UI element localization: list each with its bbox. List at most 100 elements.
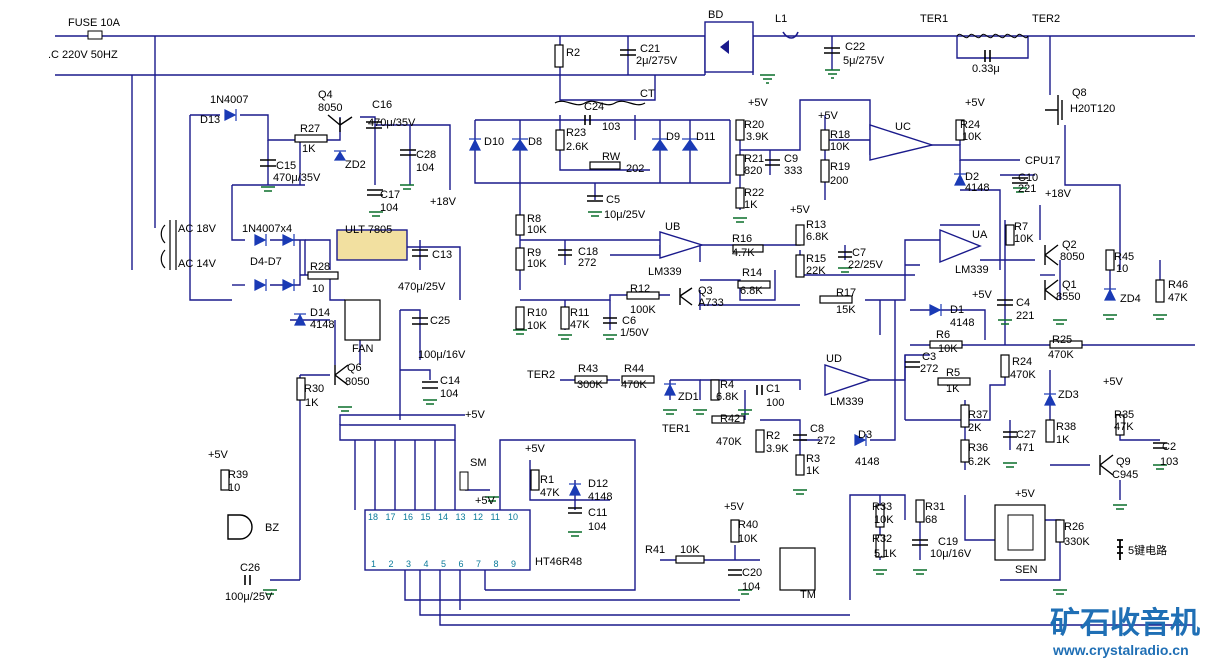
label-r35: R35 (1114, 409, 1134, 421)
transistors (327, 95, 1114, 476)
label-p5v-g: +5V (1103, 376, 1124, 388)
label-r41: R41 (645, 544, 665, 556)
label-r26-val: 330K (1064, 536, 1090, 548)
label-r30-val: 1K (305, 397, 319, 409)
watermark-title: 矿石收音机 (1050, 606, 1200, 641)
label-r39-val: 10 (228, 482, 240, 494)
label-c22: C22 (845, 41, 865, 53)
label-c20-val: 104 (742, 581, 760, 593)
label-r6: R6 (936, 329, 950, 341)
mcu-pin-bottom-3: 3 (406, 559, 411, 569)
label-c1: C1 (766, 383, 780, 395)
label-r46: R46 (1168, 279, 1188, 291)
label-zd4: ZD4 (1120, 293, 1141, 305)
label-d12-val: 4148 (588, 491, 612, 503)
label-r14-val: 6.8K (740, 285, 763, 297)
label-r39: R39 (228, 469, 248, 481)
label-r15: R15 (806, 253, 826, 265)
label-r27-val: 1K (302, 143, 316, 155)
label-r24-top-val: 10K (962, 131, 982, 143)
label-c18-val: 272 (578, 257, 596, 269)
label-zd3: ZD3 (1058, 389, 1079, 401)
label-q1-val: 8550 (1056, 291, 1080, 303)
label-ter1: TER1 (920, 13, 948, 25)
label-c28: C28 (416, 149, 436, 161)
label-uc: UC (895, 121, 911, 133)
label-r17-val: 15K (836, 304, 856, 316)
label-c15-val: 470μ/35V (273, 172, 321, 184)
label-r10-val: 10K (527, 320, 547, 332)
label-d14-val: 4148 (310, 319, 334, 331)
label-c22-val: 5μ/275V (843, 55, 885, 67)
label-d3-val: 4148 (855, 456, 879, 468)
label-r43-val: 300K (577, 379, 603, 391)
label-r42: R42 (720, 413, 740, 425)
label-c25-val: 100μ/16V (418, 349, 466, 361)
label-p18v-b: +18V (1045, 188, 1072, 200)
label-c24-val: 103 (602, 121, 620, 133)
label-r26: R26 (1064, 521, 1084, 533)
label-q8-val: H20T120 (1070, 103, 1115, 115)
label-r33: R33 (872, 501, 892, 513)
label-c19-val: 10μ/16V (930, 548, 972, 560)
label-r37-val: 2K (968, 422, 982, 434)
label-p5v-l: +5V (1015, 488, 1036, 500)
label-fuse: FUSE 10A (68, 17, 121, 29)
label-d4d7: D4-D7 (250, 256, 282, 268)
mcu-pin-top-10: 10 (508, 512, 518, 522)
label-c8: C8 (810, 423, 824, 435)
label-r5-val: 1K (946, 383, 960, 395)
label-ub: UB (665, 221, 680, 233)
label-r40-val: 10K (738, 533, 758, 545)
label-d11: D11 (696, 131, 715, 143)
label-d9: D9 (666, 131, 680, 143)
watermark-url: www.crystalradio.cn (1052, 642, 1189, 658)
label-ter2-b: TER2 (527, 369, 555, 381)
mcu-pin-bottom-5: 5 (441, 559, 446, 569)
label-r9: R9 (527, 247, 541, 259)
label-r16-val: 4.7K (732, 247, 755, 259)
label-r41-val: 10K (680, 544, 700, 556)
label-d10: D10 (484, 136, 504, 148)
mcu-pin-bottom-7: 7 (476, 559, 481, 569)
label-key-circuit: 5键电路 (1128, 543, 1167, 557)
label-r16: R16 (732, 233, 752, 245)
label-p5v-b: +5V (818, 110, 839, 122)
label-r22-val: 1K (744, 199, 758, 211)
label-c9: C9 (784, 153, 798, 165)
label-r42-val: 470K (716, 436, 742, 448)
label-r32: R32 (872, 533, 892, 545)
label-p5v-f: +5V (972, 289, 993, 301)
label-q8: Q8 (1072, 87, 1087, 99)
label-r13: R13 (806, 219, 826, 231)
label-r24-bot: R24 (1012, 356, 1032, 368)
label-c26: C26 (240, 562, 260, 574)
mcu-pin-top-17: 17 (386, 512, 396, 522)
label-r18-val: 10K (830, 141, 850, 153)
label-bz: BZ (265, 522, 279, 534)
label-c26-val: 100μ/25V (225, 591, 273, 603)
label-r19-val: 200 (830, 175, 848, 187)
label-r38: R38 (1056, 421, 1076, 433)
label-c11: C11 (588, 507, 607, 519)
label-r36-val: 6.2K (968, 456, 991, 468)
label-r10: R10 (527, 307, 547, 319)
label-bridge: 1N4007x4 (242, 223, 292, 235)
label-c9-val: 333 (784, 165, 802, 177)
label-r4: R4 (720, 379, 734, 391)
label-r5: R5 (946, 367, 960, 379)
label-q6: Q6 (347, 362, 362, 374)
label-c14: C14 (440, 375, 460, 387)
label-ult: ULT 7805 (345, 224, 392, 236)
label-ua: UA (972, 229, 988, 241)
label-p5v-i: +5V (475, 495, 496, 507)
label-r1-val: 47K (540, 487, 560, 499)
label-r22: R22 (744, 187, 764, 199)
label-ht46r48: HT46R48 (535, 556, 582, 568)
label-d13: D13 (200, 114, 220, 126)
label-q4-val: 8050 (318, 102, 342, 114)
label-r25: R25 (1052, 334, 1072, 346)
label-r2b-val: 3.9K (766, 443, 789, 455)
label-c11-val: 104 (588, 521, 606, 533)
label-r21: R21 (744, 153, 764, 165)
